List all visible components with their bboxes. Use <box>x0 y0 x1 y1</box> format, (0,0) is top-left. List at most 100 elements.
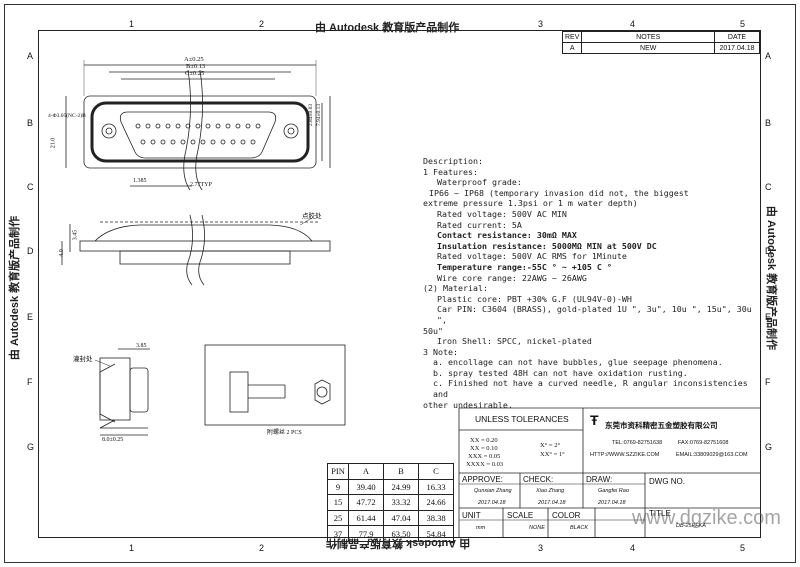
desc-temp: Temperature range:-55C ° ~ +105 C ° <box>437 261 612 272</box>
company-email: EMAIL:33809029@163.COM <box>676 452 748 458</box>
pin-cell: 54.84 <box>418 525 454 542</box>
desc-voltage: Rated voltage: 500V AC MIN <box>437 208 567 219</box>
pin-cell: 47.72 <box>348 494 384 511</box>
tolerance-xxx: XXX = 0.05 <box>468 453 501 460</box>
pin-row-top <box>135 123 261 129</box>
table-row: 15 47.72 33.32 24.66 <box>327 494 454 511</box>
row-letter-right-d: D <box>765 246 772 256</box>
dimension-2-77: 2.77TYP <box>190 182 212 188</box>
company-fax: FAX:0769-82751608 <box>678 440 729 446</box>
desc-insulation: Insulation resistance: 5000MΩ MIN at 500… <box>437 240 657 251</box>
desc-waterproof: Waterproof grade: <box>437 177 522 188</box>
row-letter-left-b: B <box>27 118 34 128</box>
desc-note-c: c. Finished not have a curved needle, R … <box>433 378 753 400</box>
row-letter-right-b: B <box>765 118 772 128</box>
dimension-2-84: 2.84±0.03 <box>308 103 315 127</box>
row-letter-left-f: F <box>27 377 33 387</box>
title-value: DB-25PFKA <box>676 523 706 529</box>
pin-table-header-pin: PIN <box>327 463 349 480</box>
dimension-3-45: 3.45 <box>72 229 79 241</box>
dimension-7-94: 7.94±0.13 <box>316 103 323 127</box>
desc-note-a: a. encollage can not have bubbles, glue … <box>433 357 723 368</box>
row-letter-right-e: E <box>765 312 772 322</box>
desc-note-head: 3 Note: <box>423 346 458 357</box>
desc-ip2: extreme pressure 1.3psi or 1 m water dep… <box>423 198 638 209</box>
pin-cell: 25 <box>327 509 349 527</box>
col-number-top-5: 5 <box>740 19 746 29</box>
dimension-3-85: 3.85 <box>136 343 147 349</box>
row-letter-right-c: C <box>765 182 772 192</box>
draw-name: Gangfei Rao <box>598 488 629 494</box>
pin-cell: 61.44 <box>348 509 384 527</box>
table-row: 9 39.40 24.99 16.33 <box>327 478 454 496</box>
col-number-bottom-4: 4 <box>630 543 636 553</box>
side-view-shell <box>119 250 291 265</box>
dwg-no-label: DWG NO. <box>649 477 685 486</box>
site-watermark: www.dgzike.com <box>632 507 781 529</box>
desc-note-b: b. spray tested 48H can not have oxidati… <box>433 367 688 378</box>
desc-contact: Contact resistance: 30mΩ MAX <box>437 230 577 241</box>
company-logo-icon: Ŧ <box>590 412 599 428</box>
pin-cell: 63.50 <box>383 525 419 542</box>
row-letter-left-a: A <box>27 51 34 61</box>
col-number-top-2: 2 <box>259 19 265 29</box>
scale-value: NONE <box>529 525 545 531</box>
company-tel: TEL:0769-82751638 <box>612 440 663 446</box>
revision-notes-table: REV NOTES DATE A NEW 2017.04.18 <box>561 31 760 54</box>
pin-cell: 37 <box>327 525 349 542</box>
color-label: COLOR <box>552 511 581 520</box>
dimension-21: 21.0 <box>50 137 57 149</box>
side-view-flange <box>79 240 331 252</box>
table-row: 25 61.44 47.04 38.38 <box>327 509 454 527</box>
color-value: BLACK <box>570 525 589 531</box>
desc-pin2: 50u" <box>423 325 443 336</box>
dimension-4-0: 4.0 <box>58 249 65 257</box>
tolerance-xx-1: XX = 0.20 <box>470 437 498 444</box>
outer-border <box>4 4 796 563</box>
tolerance-xx-2: XX = 0.10 <box>470 445 498 452</box>
front-view-seal <box>90 101 310 163</box>
row-letter-right-f: F <box>765 377 771 387</box>
row-letter-left-g: G <box>27 442 35 452</box>
row-letter-left-c: C <box>27 182 34 192</box>
desc-plastic: Plastic core: PBT +30% G.F (UL94V-0)-WH <box>437 293 632 304</box>
approve-label: APPROVE: <box>462 475 503 484</box>
autodesk-watermark-top: 由 Autodesk 教育版产品制作 <box>315 22 460 34</box>
tolerance-angle-1: X° = 2° <box>540 442 561 449</box>
col-number-bottom-3: 3 <box>538 543 544 553</box>
pin-cell: 9 <box>327 478 349 496</box>
check-label: CHECK: <box>523 475 554 484</box>
pin-cell: 33.32 <box>383 494 419 511</box>
row-letter-right-a: A <box>765 51 772 61</box>
row-letter-right-g: G <box>765 442 773 452</box>
front-view-d-shell <box>119 111 277 159</box>
col-number-bottom-2: 2 <box>259 543 265 553</box>
desc-note-c2: other undesirable. <box>423 399 513 410</box>
profile-view-shell <box>129 367 149 413</box>
mount-hole-right <box>283 123 299 139</box>
pin-cell: 77.9 <box>348 525 384 542</box>
company-name: 东莞市资科精密五金塑胶有限公司 <box>605 421 718 430</box>
pin-table-header-a: A <box>348 463 384 480</box>
notes-row-date: 2017.04.18 <box>714 42 760 54</box>
row-letter-left-e: E <box>27 312 34 322</box>
pin-cell: 24.66 <box>418 494 454 511</box>
screw-assembly-box <box>204 344 346 426</box>
draw-date: 2017.04.18 <box>598 500 626 506</box>
dimension-c: C±0.25 <box>185 70 205 77</box>
desc-pin: Car PIN: C3604 (BRASS), gold-plated 1U "… <box>437 304 757 325</box>
pin-cell: 39.40 <box>348 478 384 496</box>
pin-dimension-table: PIN A B C 9 39.40 24.99 16.33 15 47.72 3… <box>327 463 454 542</box>
unit-value: mm <box>476 525 486 531</box>
pin-cell: 24.99 <box>383 478 419 496</box>
desc-shell: Iron Shell: SPCC, nickel-plated <box>437 336 592 347</box>
label-screw-assembly: 附螺丝 2 PCS <box>267 430 302 436</box>
desc-rated-v2: Rated voltage: 500V AC RMS for 1Minute <box>437 251 627 262</box>
screw-nut-view <box>314 379 331 405</box>
dimension-8-0: 8.0±0.25 <box>102 437 124 443</box>
col-number-top-1: 1 <box>129 19 135 29</box>
col-number-top-4: 4 <box>630 19 636 29</box>
table-row: 37 77.9 63.50 54.84 <box>327 525 454 542</box>
row-letter-left-d: D <box>27 246 34 256</box>
